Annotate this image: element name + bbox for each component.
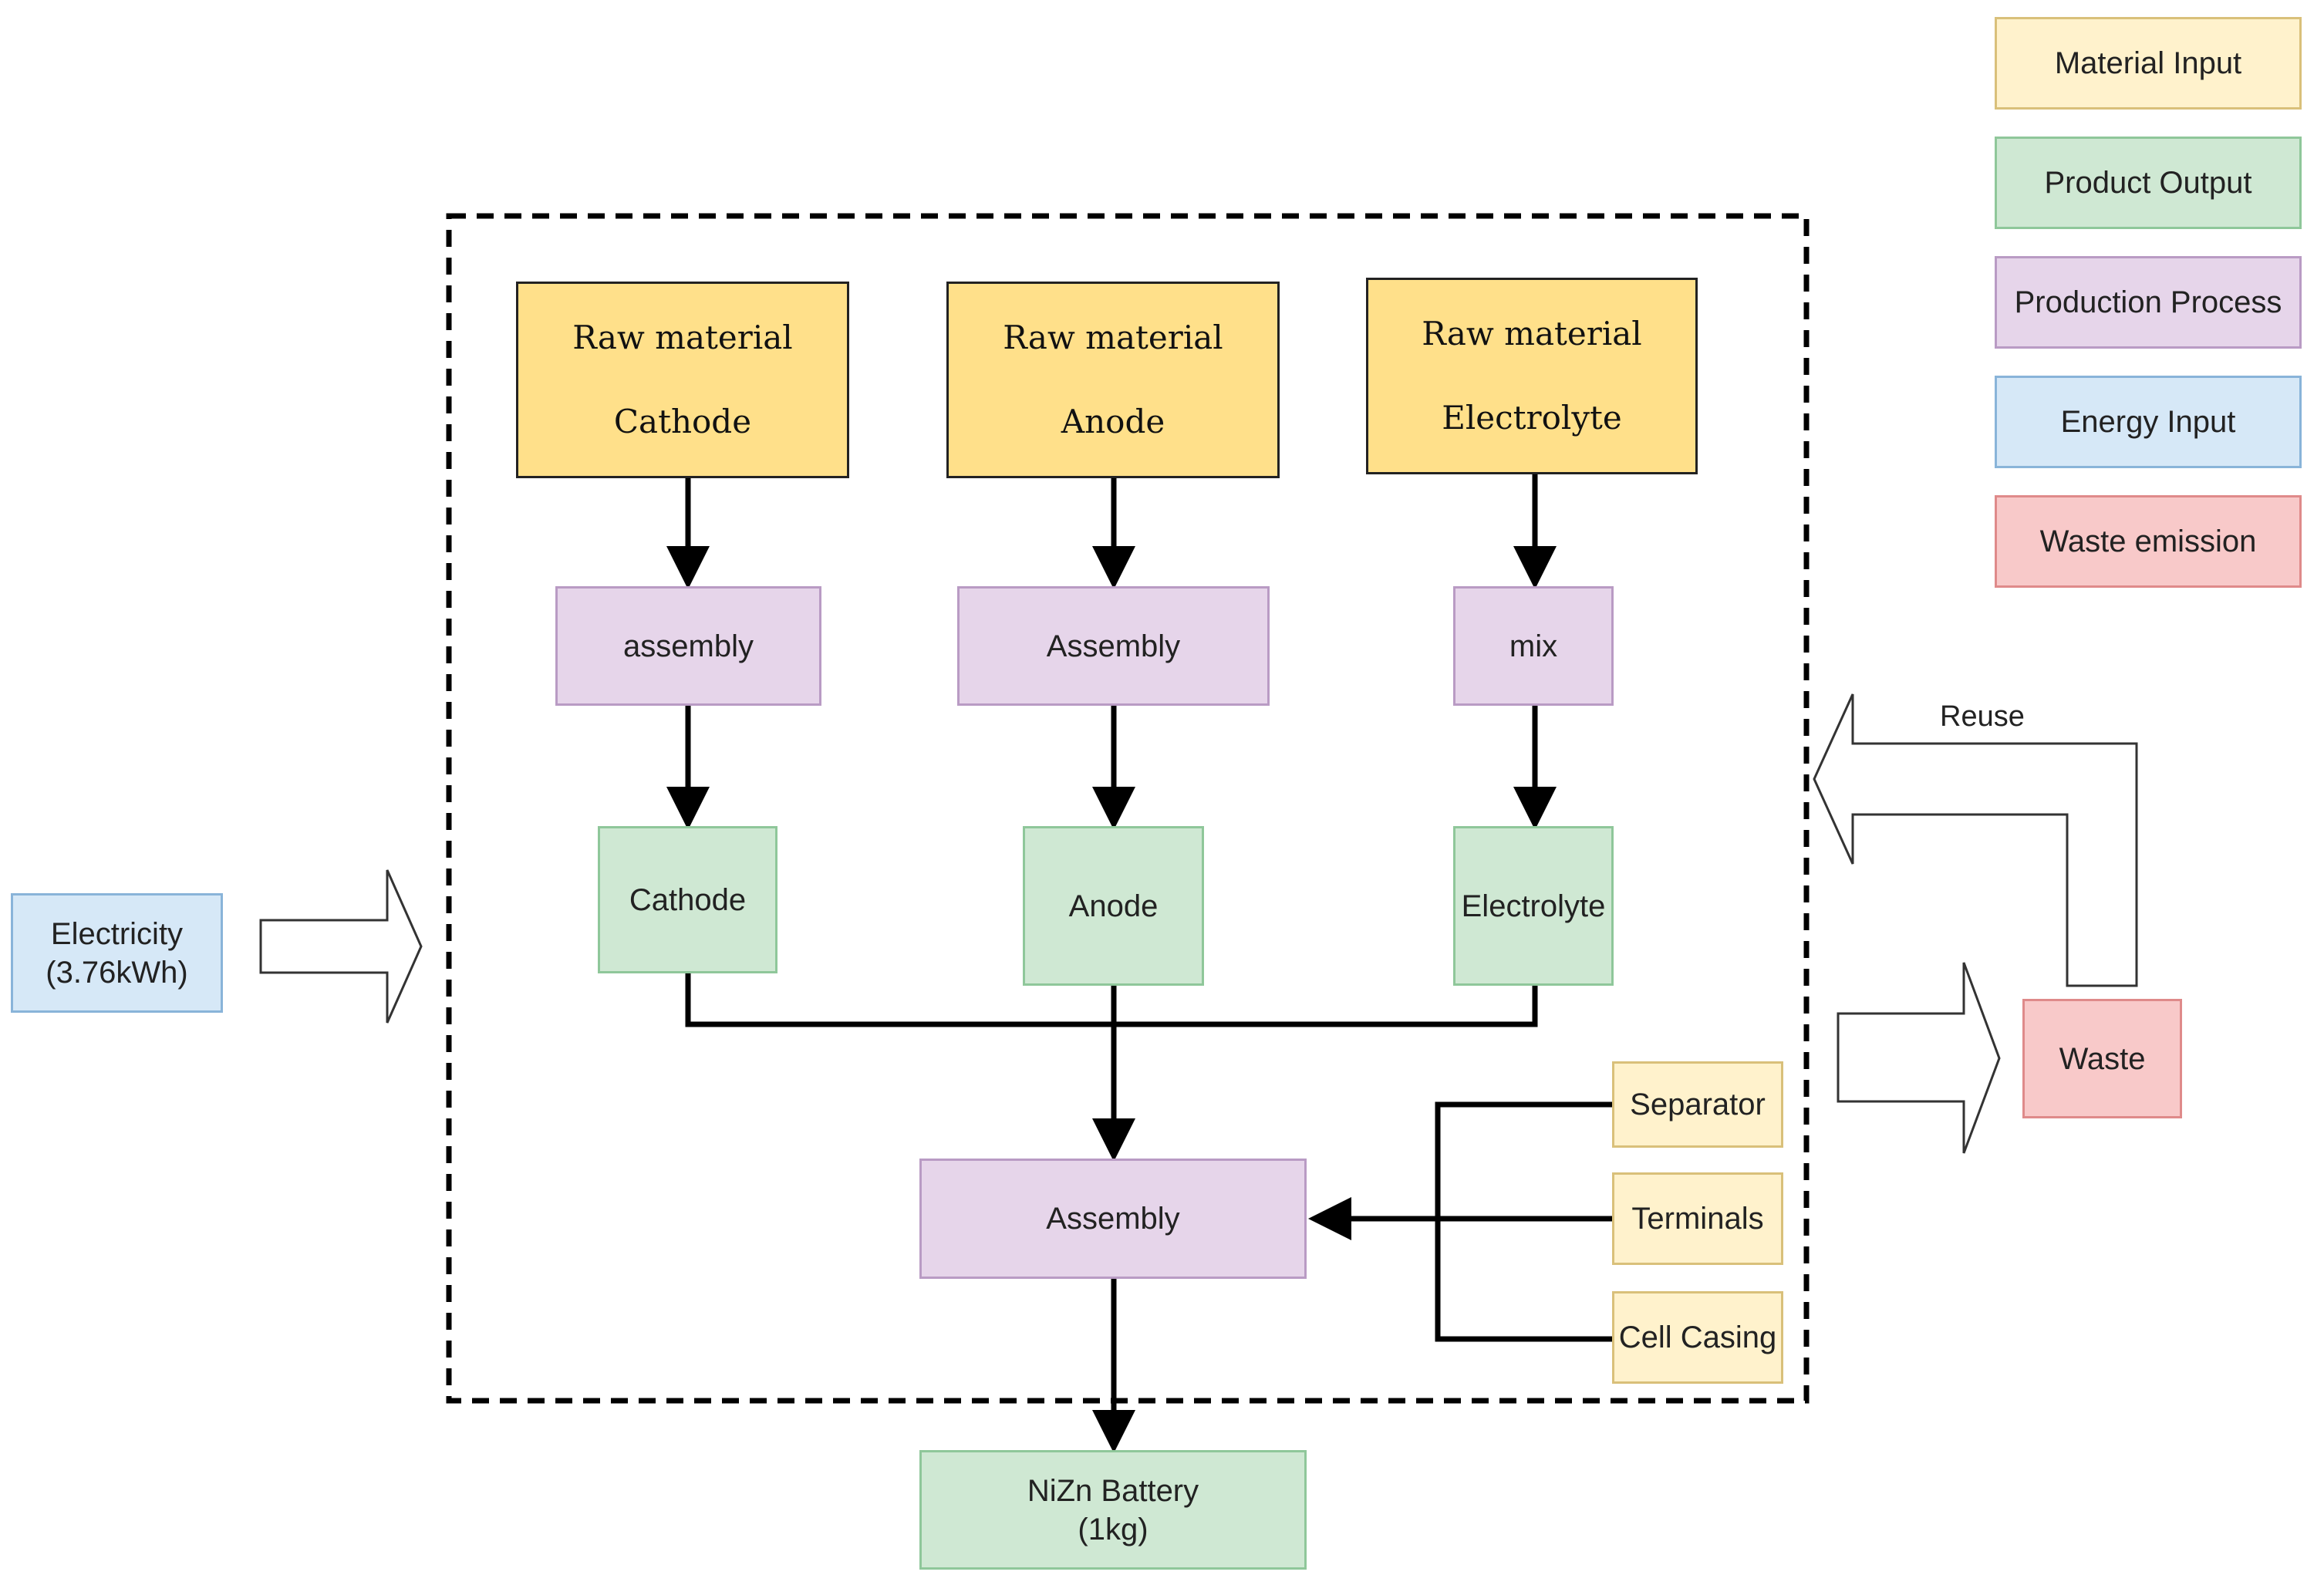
reuse-label: Reuse	[1940, 700, 2025, 733]
waste-output-arrow	[1837, 962, 2001, 1154]
raw-material-electrolyte-title: Raw material	[1422, 315, 1642, 352]
legend-waste-emission: Waste emission	[1995, 495, 2302, 588]
electricity-amount: (3.76kWh)	[46, 955, 188, 990]
system-boundary	[446, 213, 1810, 1404]
raw-material-cathode-title: Raw material	[572, 319, 793, 356]
battery-name: NiZn Battery	[1027, 1473, 1199, 1508]
input-terminals: Terminals	[1612, 1172, 1783, 1265]
reuse-arrow	[1813, 693, 2138, 987]
legend-energy-input: Energy Input	[1995, 376, 2302, 468]
legend-material-input: Material Input	[1995, 17, 2302, 110]
product-electrolyte: Electrolyte	[1453, 826, 1614, 986]
battery-mass: (1kg)	[1078, 1512, 1149, 1546]
raw-material-anode-name: Anode	[1061, 402, 1165, 440]
raw-material-electrolyte-name: Electrolyte	[1442, 398, 1622, 437]
input-cell-casing: Cell Casing	[1612, 1291, 1783, 1384]
electricity-input-arrow	[259, 869, 423, 1024]
product-nizn-battery: NiZn Battery (1kg)	[919, 1450, 1307, 1570]
product-cathode: Cathode	[598, 826, 777, 973]
energy-electricity: Electricity (3.76kWh)	[11, 893, 223, 1013]
product-anode: Anode	[1023, 826, 1204, 986]
raw-material-cathode-name: Cathode	[613, 402, 752, 440]
raw-material-electrolyte: Raw material Electrolyte	[1366, 278, 1698, 474]
electricity-label: Electricity	[50, 916, 184, 951]
legend-product-output: Product Output	[1995, 137, 2302, 229]
process-final-assembly: Assembly	[919, 1159, 1307, 1279]
raw-material-anode: Raw material Anode	[946, 282, 1280, 478]
raw-material-anode-title: Raw material	[1003, 319, 1223, 356]
input-separator: Separator	[1612, 1061, 1783, 1148]
line-separator-input	[1435, 1101, 1612, 1342]
process-cathode-assembly: assembly	[555, 586, 821, 706]
raw-material-cathode: Raw material Cathode	[516, 282, 849, 478]
process-anode-assembly: Assembly	[957, 586, 1270, 706]
process-electrolyte-mix: mix	[1453, 586, 1614, 706]
legend-production-process: Production Process	[1995, 256, 2302, 349]
waste-box: Waste	[2022, 999, 2182, 1118]
